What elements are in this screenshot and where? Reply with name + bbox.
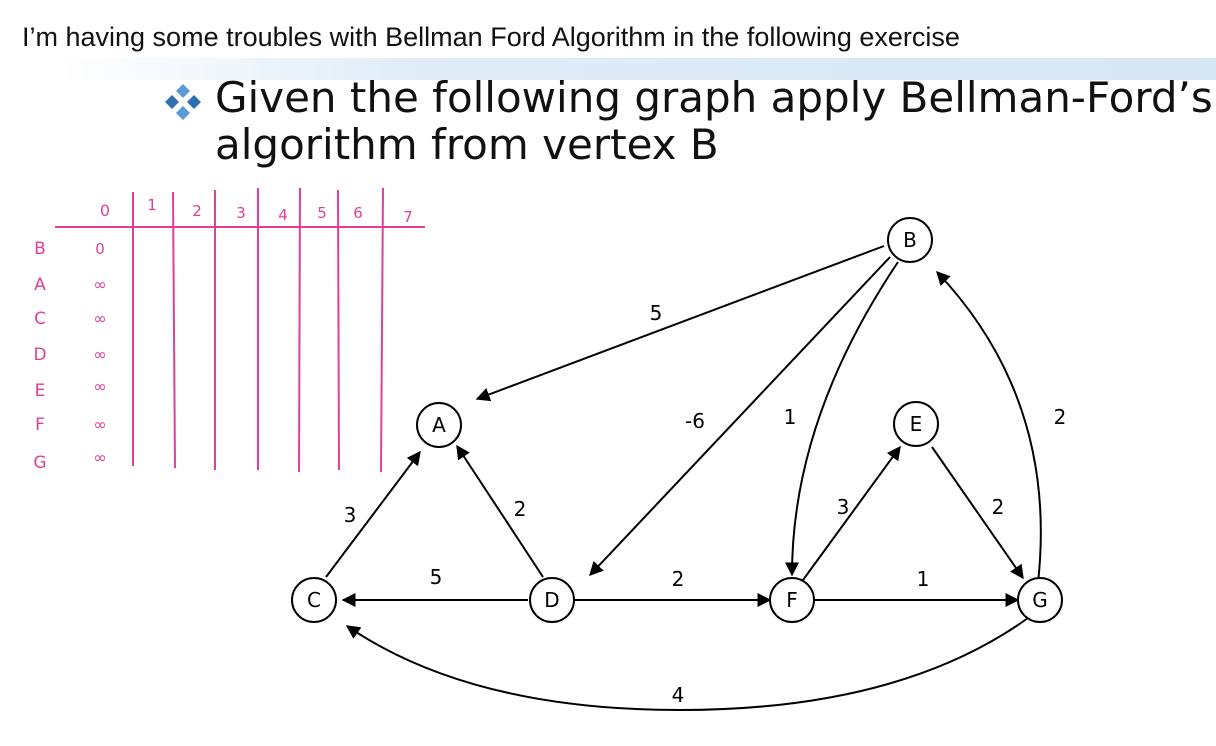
node-e: E [893,401,939,447]
table-row-vertex: C [34,309,46,329]
node-label: A [432,413,446,437]
edge-g-c [345,617,1029,712]
edge-c-a [325,450,421,578]
node-a: A [416,402,462,448]
table-column-headers: 0 1 2 3 4 5 6 7 [100,196,413,226]
table-row-vertex: G [33,453,46,473]
node-d: D [529,577,575,623]
table-rows: B 0 A ∞ C ∞ D ∞ E ∞ F ∞ G ∞ [33,239,106,473]
edge-weight-label: 1 [784,405,797,429]
edge-g-b [936,270,1042,584]
slide-heading-line2: algorithm from vertex B [215,120,719,169]
edge-weight-label: 2 [1054,405,1067,429]
edge-weight-label: 5 [430,565,443,589]
table-col-header: 6 [353,204,363,222]
edge-weight-label: 1 [917,567,930,591]
table-col-header: 5 [317,204,327,222]
table-col-header: 2 [192,202,202,220]
table-col-header: 0 [100,201,110,220]
question-text: I’m having some troubles with Bellman Fo… [22,22,960,52]
edge-weight-label: 2 [672,567,685,591]
table-row-vertex: D [33,345,46,365]
node-label: G [1032,588,1048,612]
edge-weight-label: 2 [514,497,527,521]
node-label: C [307,588,321,612]
edge-weight-label: 2 [992,495,1005,519]
distance-table [55,187,425,473]
table-col-divider [337,189,340,471]
table-row-initial: 0 [95,240,105,258]
edge-weight-label: 5 [650,301,663,325]
graph-nodes: A B C D E F G [291,217,1063,623]
table-row-vertex: B [34,239,46,259]
graph-edges [325,245,1042,712]
diamond-bullet-icon [165,84,201,120]
table-row-initial: ∞ [93,415,106,434]
slide-heading: Given the following graph apply Bellman-… [215,74,1213,168]
table-row-initial: ∞ [93,309,106,328]
edge-b-d [589,256,891,577]
edge-weight-label: 4 [672,683,685,707]
table-row-vertex: A [34,275,46,295]
table-row-initial: ∞ [93,345,106,364]
node-c: C [291,577,337,623]
slide-header-band [60,58,1216,80]
edge-weight-label: 3 [837,495,850,519]
edge-b-f [785,261,899,577]
edge-weight-label: 3 [344,503,357,527]
node-label: D [544,588,559,612]
table-col-header: 7 [403,208,413,226]
node-label: B [903,228,917,252]
table-row-vertex: E [35,381,46,401]
table-row-initial: ∞ [93,377,106,396]
node-g: G [1017,577,1063,623]
edge-weight-label: -6 [685,409,705,433]
edge-d-a [456,444,544,578]
table-row-vertex: F [35,415,45,435]
table-row-initial: ∞ [93,448,106,467]
node-b: B [887,217,933,263]
table-col-divider [380,187,384,473]
node-f: F [769,577,815,623]
table-col-divider [298,187,301,473]
node-label: E [910,412,923,436]
slide-heading-line1: Given the following graph apply Bellman-… [215,73,1213,122]
edge-b-a [475,245,885,402]
edge-f-e [802,445,901,581]
table-col-header: 4 [278,206,288,224]
edge-weights: 5 -6 1 2 3 2 5 2 3 2 1 4 [344,301,1067,707]
table-row-initial: ∞ [93,275,106,294]
table-col-header: 1 [147,196,157,214]
table-col-divider [172,191,176,469]
node-label: F [786,588,798,612]
table-col-header: 3 [236,204,246,222]
edge-e-g [931,446,1024,580]
